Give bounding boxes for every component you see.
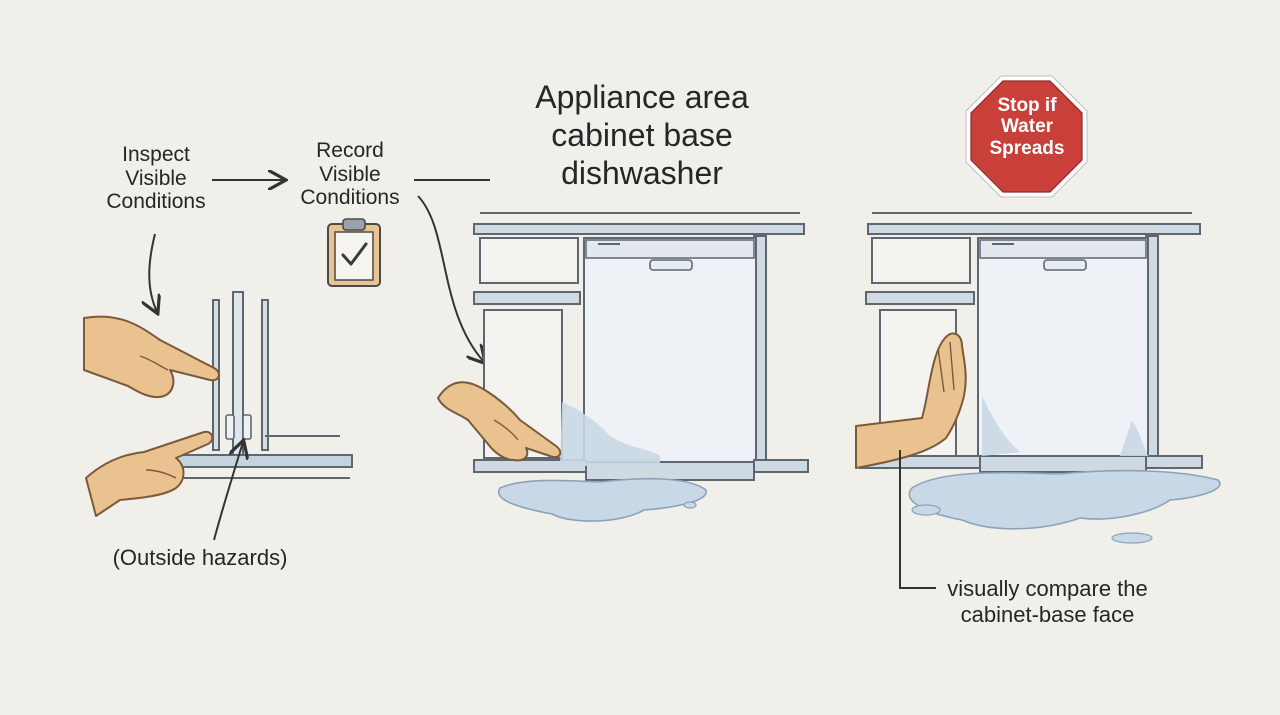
label-line: Appliance area — [535, 79, 749, 115]
clipboard-check-icon — [327, 218, 381, 287]
label-line: Conditions — [106, 190, 206, 214]
water-spread-puddle — [908, 396, 1221, 544]
stop-sign-line: Spreads — [989, 137, 1065, 159]
arrow-to-hinge — [213, 442, 243, 541]
pointing-hand-icon — [85, 430, 214, 517]
dishwasher-handle — [649, 259, 693, 271]
dishwasher-control-panel — [585, 239, 755, 259]
label-line: Inspect — [122, 143, 190, 166]
kitchen-cabinet-dishwasher — [473, 212, 809, 481]
stop-sign-line: Water — [1000, 116, 1054, 138]
pointing-hand-icon — [437, 381, 562, 462]
label-line: Visible — [125, 166, 187, 190]
label-line: dishwasher — [561, 154, 723, 191]
label-line: Record — [316, 139, 384, 162]
label-record-visible-conditions: Record Visible Conditions — [290, 139, 410, 210]
label-appliance-area-title: Appliance area cabinet base dishwasher — [512, 79, 772, 192]
label-outside-hazards: (Outside hazards) — [112, 545, 288, 570]
dishwasher-body — [583, 237, 757, 467]
stop-hand-icon — [855, 332, 967, 469]
cabinet-door-closeup — [129, 291, 353, 479]
pointing-hand-icon — [83, 315, 220, 398]
label-line: Conditions — [300, 186, 400, 210]
dishwasher-body — [977, 237, 1149, 461]
label-inspect-visible-conditions: Inspect Visible Conditions — [92, 143, 220, 214]
door-hinge-left — [225, 414, 235, 440]
stop-sign-line: Stop if — [997, 95, 1057, 116]
stop-sign-text: Stop if Water Spreads — [968, 95, 1086, 159]
label-line: cabinet base — [551, 116, 733, 153]
arrow-to-cabinet — [417, 195, 484, 362]
label-line: cabinet-base face — [960, 602, 1135, 628]
arrow-to-hand — [149, 233, 157, 312]
label-line: Visible — [319, 162, 381, 186]
door-hinge-right — [242, 414, 252, 440]
stop-sign-icon — [965, 75, 1088, 198]
label-line: visually compare the — [947, 576, 1148, 601]
compare-leader-line — [899, 450, 936, 589]
water-leak-puddle — [497, 402, 707, 522]
label-visually-compare: visually compare the cabinet-base face — [930, 576, 1165, 629]
